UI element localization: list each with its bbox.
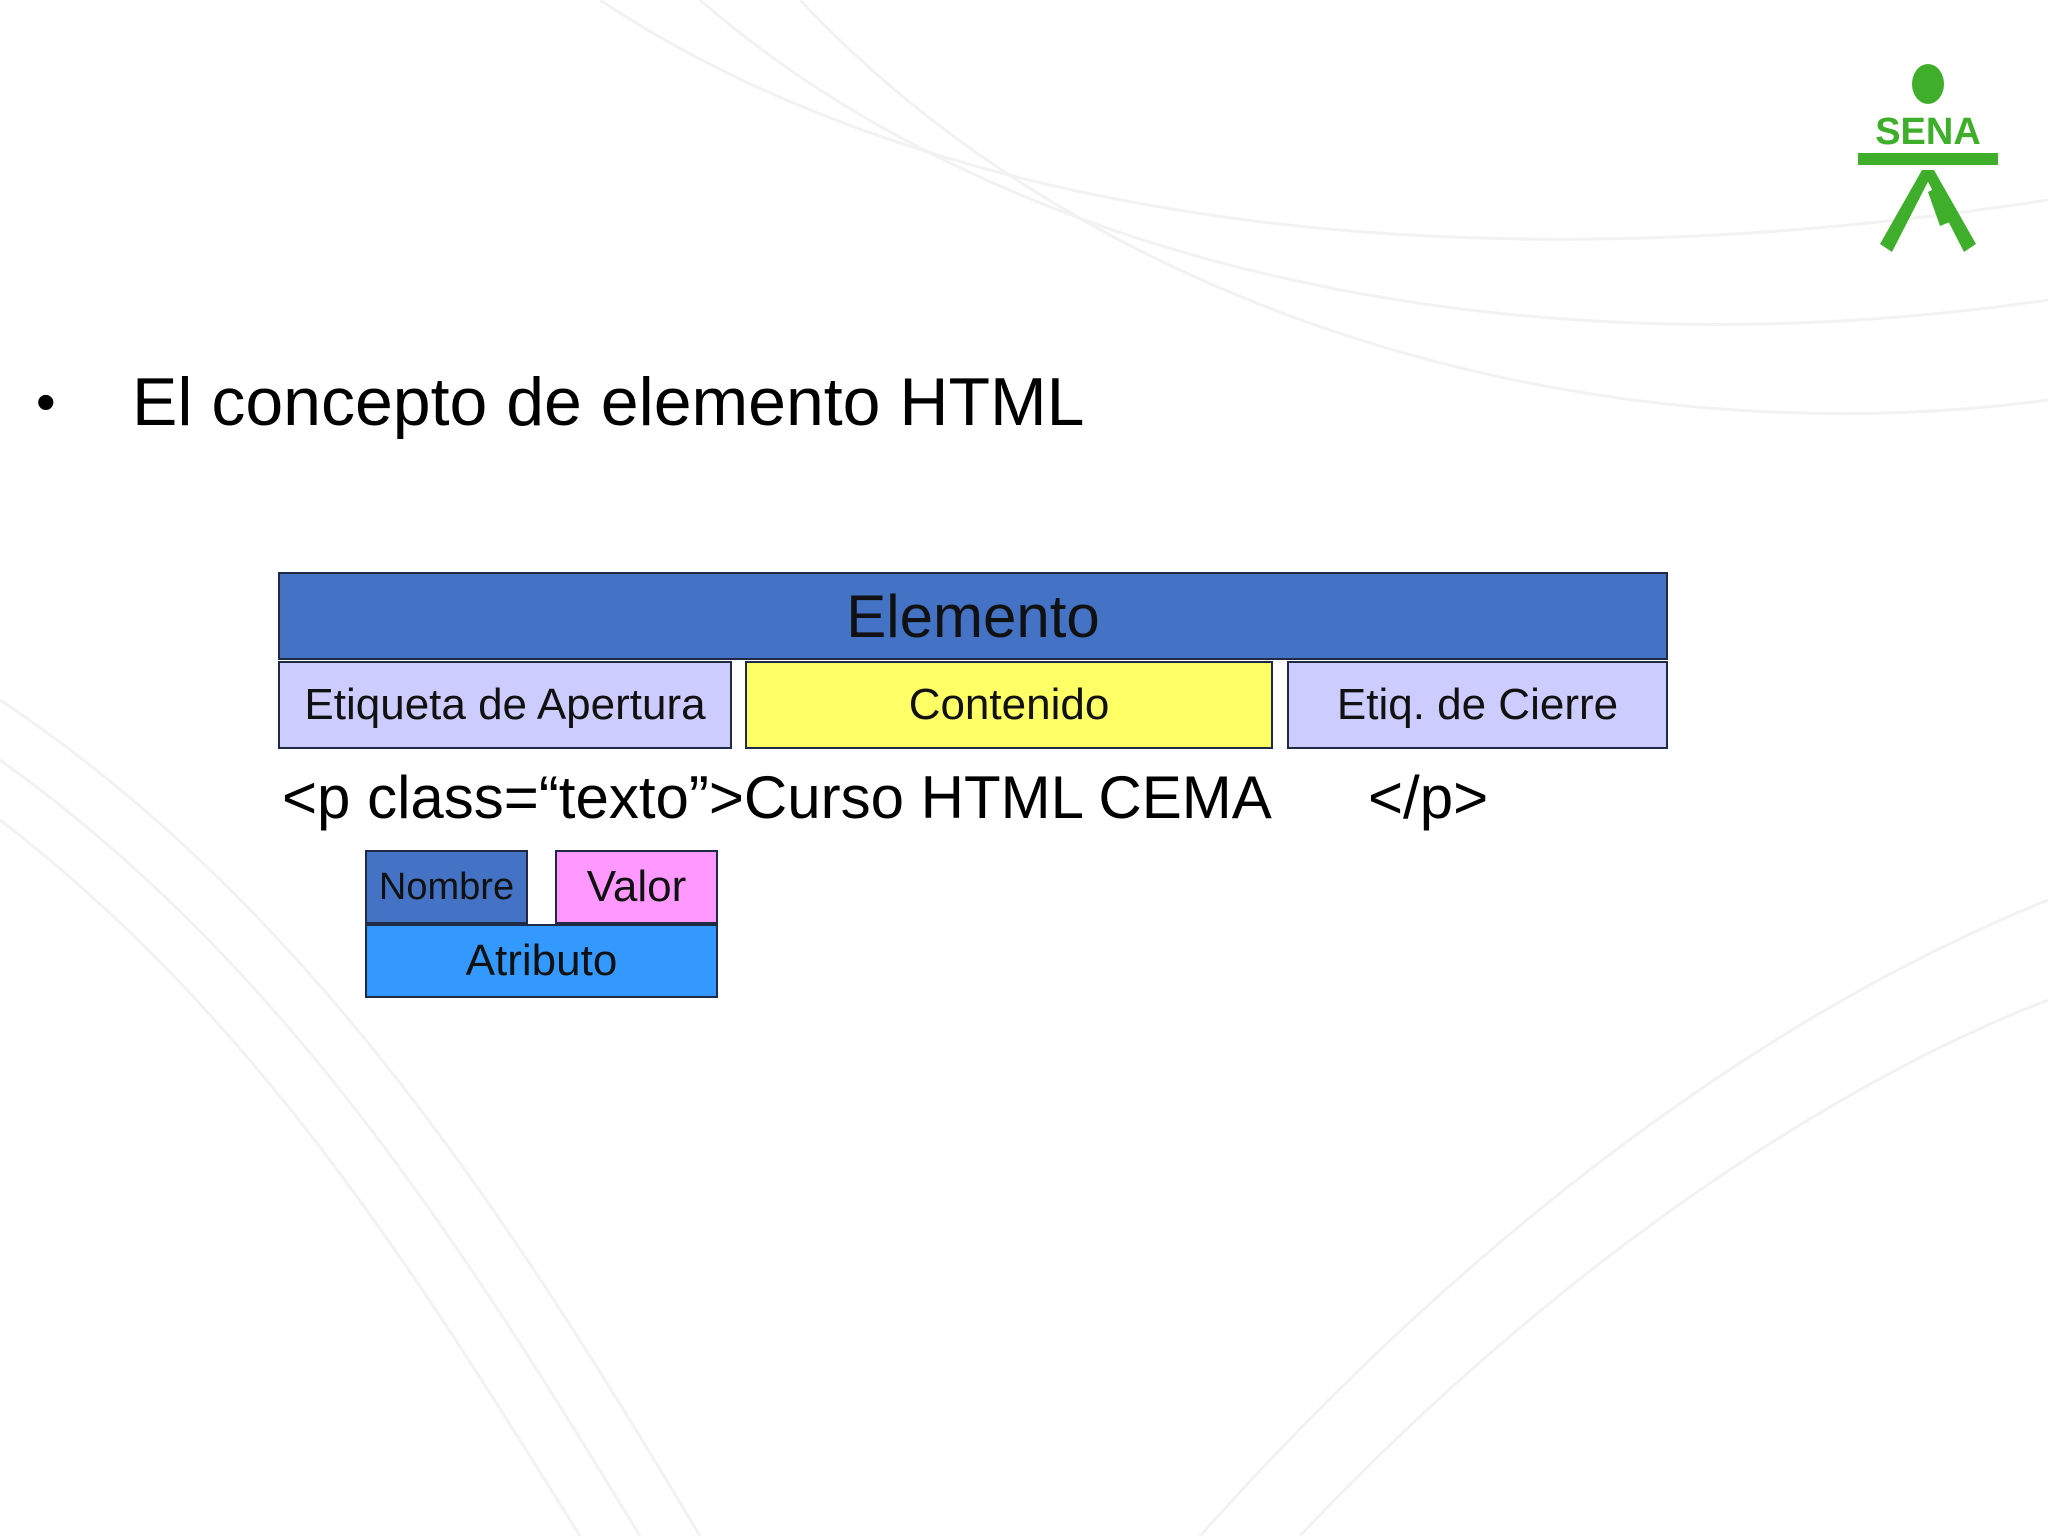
attribute-name-box: Nombre bbox=[365, 850, 528, 924]
attribute-value-box: Valor bbox=[555, 850, 718, 924]
element-box: Elemento bbox=[278, 572, 1668, 660]
code-sample-opening: <p class=“texto”>Curso HTML CEMA bbox=[282, 764, 1272, 831]
sena-logo: SENA bbox=[1850, 62, 2006, 262]
closing-tag-box: Etiq. de Cierre bbox=[1287, 661, 1668, 749]
opening-tag-box: Etiqueta de Apertura bbox=[278, 661, 732, 749]
slide-title: El concepto de elemento HTML bbox=[132, 364, 1085, 440]
code-sample-closing: </p> bbox=[1368, 764, 1489, 831]
content-box: Contenido bbox=[745, 661, 1273, 749]
attribute-box: Atributo bbox=[365, 924, 718, 998]
sena-logo-text: SENA bbox=[1875, 111, 1981, 153]
title-bullet: • bbox=[36, 370, 56, 433]
